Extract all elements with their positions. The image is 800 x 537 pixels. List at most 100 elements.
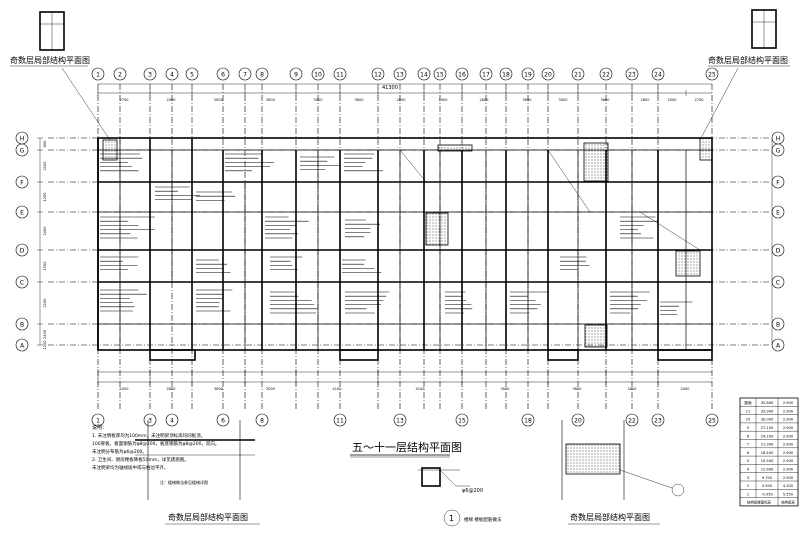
level-table-cell: 2.900 xyxy=(783,434,794,438)
overall-dimension: 41300 xyxy=(382,85,398,91)
axis-bubble-bottom xyxy=(333,413,347,427)
detail-caption: 楼梯 楼板配筋做法 xyxy=(464,516,502,523)
level-table-cell: 4.200 xyxy=(783,484,794,488)
axis-bubble-top xyxy=(91,67,105,81)
level-table-cell: 2.900 xyxy=(783,451,794,455)
dimension-value-top: 2700 xyxy=(120,98,129,102)
level-table-cell: 2.900 xyxy=(783,409,794,413)
axis-bubble-bottom xyxy=(571,413,585,427)
notes-heading: 说明： xyxy=(92,424,107,431)
axis-bubble-top xyxy=(521,67,535,81)
dimension-value-bottom: 3600 xyxy=(573,387,582,391)
dimension-value-top: 3000 xyxy=(314,98,323,102)
dimension-value-bottom: 2000 xyxy=(681,387,690,391)
axis-bubble-bottom xyxy=(91,413,105,427)
dimension-value-left: 900 xyxy=(43,141,47,148)
axis-label-top: 24 xyxy=(654,72,662,79)
level-table-cell: 15.500 xyxy=(761,459,774,463)
dimension-value-top: 1900 xyxy=(439,98,448,102)
axis-label-row: G xyxy=(20,148,25,155)
axis-bubble-row xyxy=(15,317,29,331)
level-table-footer: 结构层高 xyxy=(781,500,795,505)
axis-bubble-top xyxy=(333,67,347,81)
dimension-value-bottom: 2800 xyxy=(167,387,176,391)
axis-bubble-row xyxy=(15,143,29,157)
level-table-cell: 2.900 xyxy=(783,401,794,405)
dimension-value-bottom: 2000 xyxy=(120,387,129,391)
axis-bubble-top xyxy=(541,67,555,81)
axis-label-bottom: 22 xyxy=(628,418,636,425)
note-line: 1. 未注明板厚均为100mm，未注明梁顶标高均同板顶。 xyxy=(92,432,205,439)
stair-detail: φ6@200 1 楼梯 楼板配筋做法 xyxy=(418,467,502,527)
dimension-value-bottom: 4100 xyxy=(333,387,342,391)
building-walls xyxy=(97,137,713,361)
axis-label-row: D xyxy=(20,248,25,255)
axis-label-top: 2 xyxy=(118,72,122,79)
axis-bubble-top xyxy=(143,67,157,81)
dimension-value-left: 2400 xyxy=(43,330,47,339)
dimension-value-top: 3600 xyxy=(601,98,610,102)
level-table-cell: 5.550 xyxy=(783,492,794,496)
axis-label-bottom: 15 xyxy=(458,418,466,425)
axis-bubble-bottom xyxy=(455,413,469,427)
level-table-cell: 7 xyxy=(747,443,749,447)
dimension-value-left: 2400 xyxy=(43,227,47,236)
axis-bubble-top xyxy=(113,67,127,81)
axis-label-row: F xyxy=(20,180,24,187)
axis-bubble-top xyxy=(571,67,585,81)
axis-label-bottom: 1 xyxy=(96,418,100,425)
dimension-value-bottom: 3000 xyxy=(266,387,275,391)
note-line: 未注明梁均为轴线居中或与柱边平齐。 xyxy=(92,464,169,471)
corner-title-right: 奇数层局部结构平面图 xyxy=(708,55,788,65)
axis-label-row: C xyxy=(20,280,24,287)
dimension-value-top: 2800 xyxy=(397,98,406,102)
axis-label-row: A xyxy=(776,343,781,350)
level-table-cell: 2.900 xyxy=(783,426,794,430)
axis-label-row: A xyxy=(20,343,25,350)
axis-bubble-row xyxy=(15,205,29,219)
bottom-title-right: 奇数层局部结构平面图 xyxy=(570,512,650,522)
axis-bubble-bottom xyxy=(216,413,230,427)
axis-label-top: 3 xyxy=(148,72,152,79)
level-table-cell: 35.800 xyxy=(761,401,774,405)
axis-label-row: E xyxy=(776,210,780,217)
axis-label-top: 25 xyxy=(708,72,716,79)
partial-plan-bottom-right: 奇数层局部结构平面图 xyxy=(561,420,685,525)
axis-label-top: 21 xyxy=(574,72,582,79)
axis-bubble-top xyxy=(455,67,469,81)
axis-label-row: G xyxy=(776,148,781,155)
axis-label-row: E xyxy=(20,210,24,217)
axis-bubble-top xyxy=(165,67,179,81)
axis-bubble-top xyxy=(185,67,199,81)
axis-bubble-bottom xyxy=(255,413,269,427)
axis-bubble-top xyxy=(479,67,493,81)
general-notes: 说明： 1. 未注明板厚均为100mm，未注明梁顶标高均同板顶。 100厚板，板… xyxy=(92,424,219,471)
level-table-cell: 32.900 xyxy=(761,409,774,413)
level-table-cell: 屋面 xyxy=(744,400,752,405)
axis-label-row: H xyxy=(776,136,781,143)
axis-bubble-bottom xyxy=(651,413,665,427)
axis-label-top: 5 xyxy=(190,72,194,79)
axis-label-bottom: 3 xyxy=(148,418,152,425)
dimension-value-top: 3600 xyxy=(523,98,532,102)
axis-bubble-top xyxy=(289,67,303,81)
dimension-value-top: 2700 xyxy=(695,98,704,102)
axis-label-top: 22 xyxy=(602,72,610,79)
axis-label-row: B xyxy=(20,322,24,329)
detail-bar-label: φ6@200 xyxy=(462,488,483,494)
level-table-cell: 30.000 xyxy=(761,418,774,422)
axis-bubble-top xyxy=(393,67,407,81)
dimension-value-top: 3600 xyxy=(266,98,275,102)
axis-label-row: C xyxy=(776,280,780,287)
note-line: 100厚板，板面钢筋为φ8@200，板底钢筋为φ8@200，双向。 xyxy=(92,440,219,447)
main-title: 五～十一层结构平面图 xyxy=(352,440,462,454)
partial-plan-bottom-left: 注：楼梯做法参见楼梯详图 奇数层局部结构平面图 xyxy=(135,420,260,525)
level-table-cell: 9.700 xyxy=(762,476,773,480)
axis-label-bottom: 18 xyxy=(524,418,532,425)
level-table-cell: 18.400 xyxy=(761,451,774,455)
axis-label-top: 8 xyxy=(260,72,264,79)
axis-bubble-bottom xyxy=(165,413,179,427)
